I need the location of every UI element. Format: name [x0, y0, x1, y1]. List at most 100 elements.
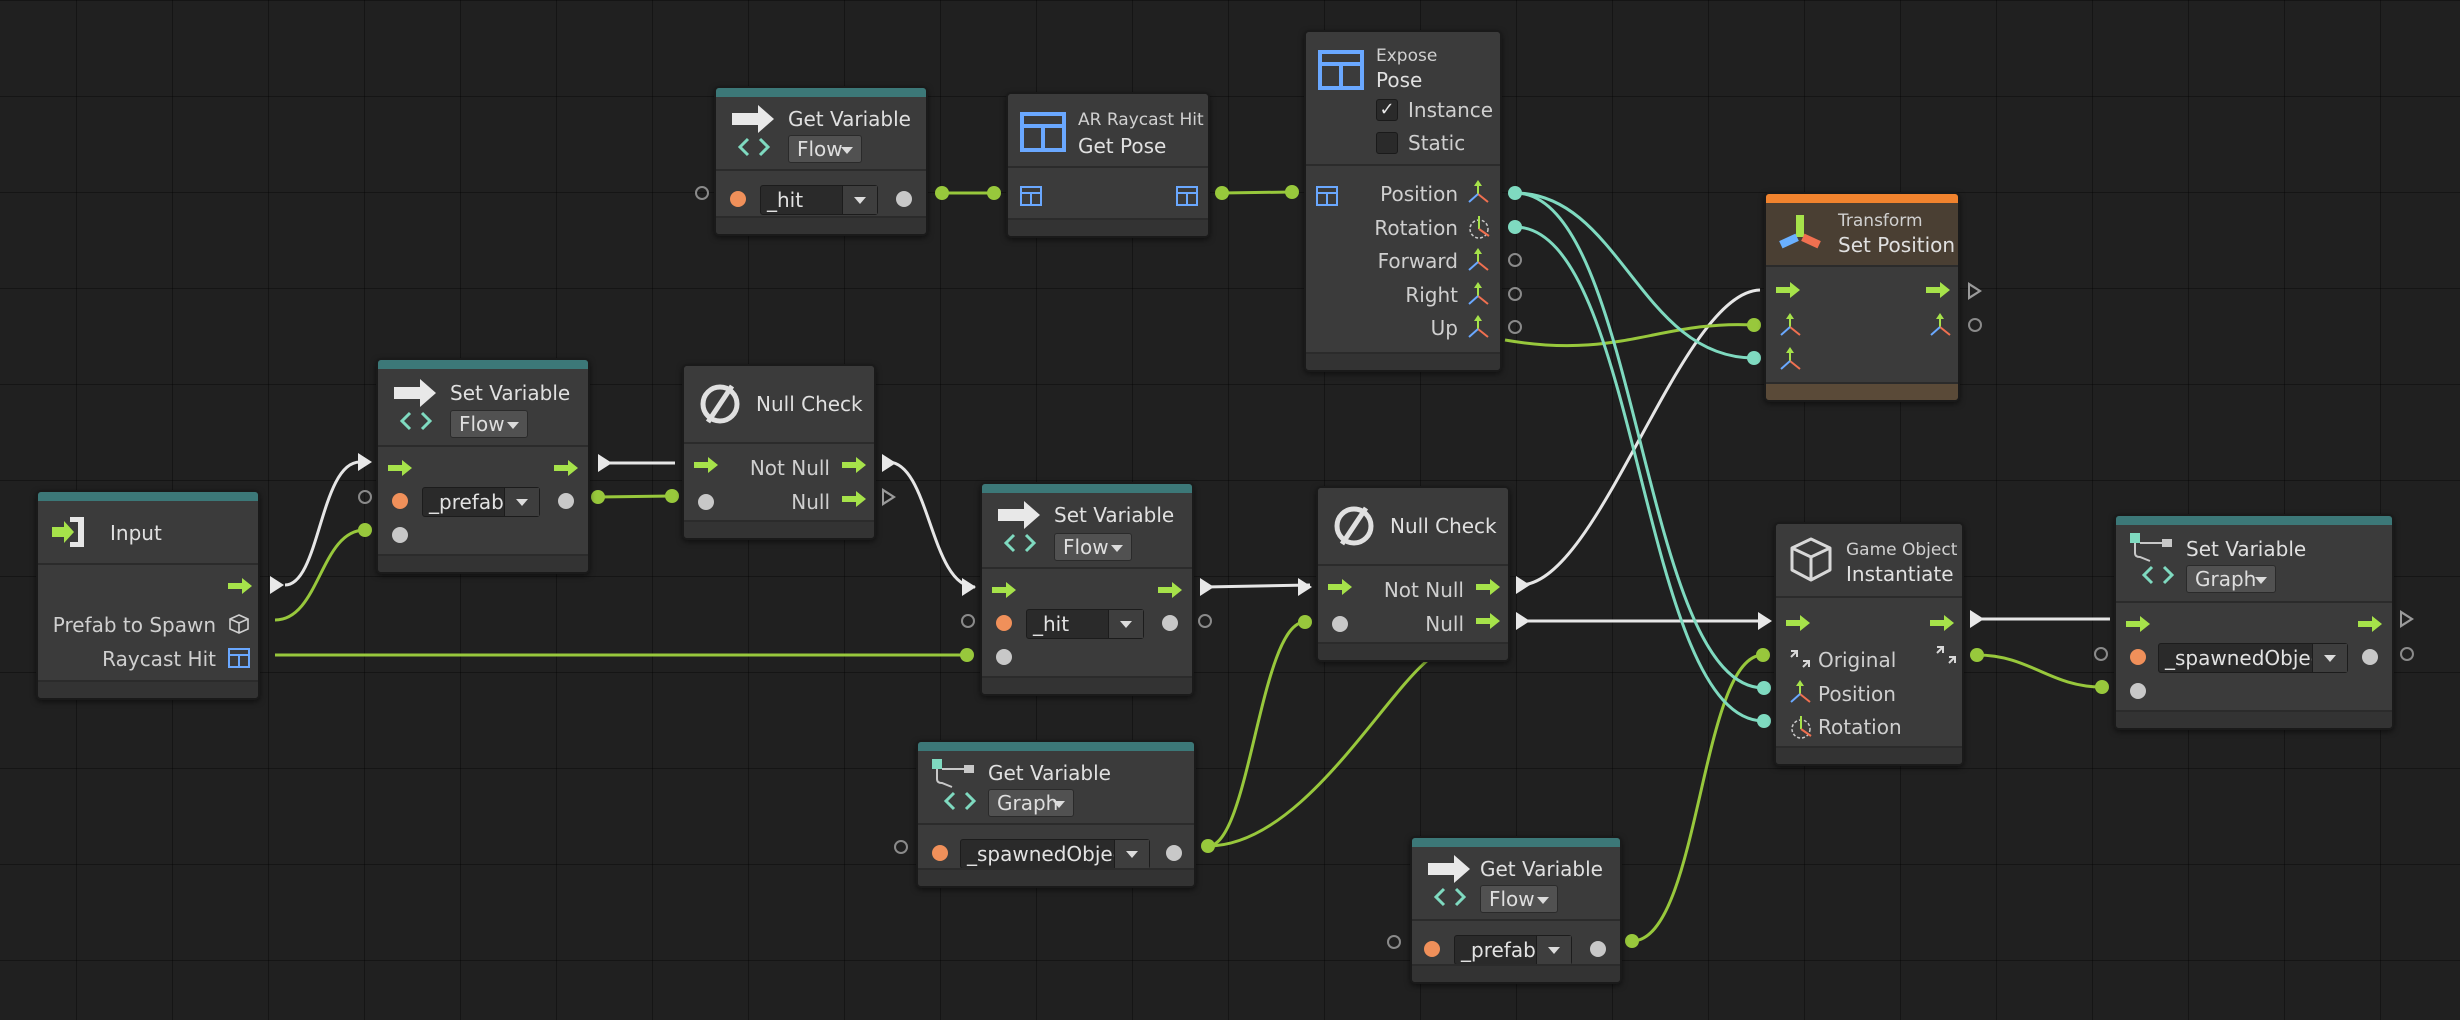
variable-name-field[interactable]: _prefab — [422, 487, 540, 517]
flow-out-port[interactable] — [882, 454, 896, 472]
flow-input-arrow-icon[interactable] — [694, 456, 720, 474]
variable-name-port[interactable] — [392, 493, 408, 509]
flow-out-port-unconnected[interactable] — [882, 488, 896, 506]
variable-dropdown-button[interactable] — [2312, 644, 2347, 672]
flow-out-port[interactable] — [1970, 610, 1984, 628]
flow-out-port[interactable] — [270, 576, 284, 594]
flow-out-port-unconnected[interactable] — [2400, 610, 2414, 628]
unconnected-port[interactable] — [695, 186, 709, 200]
flow-out-port[interactable] — [598, 454, 612, 472]
expose-pose-node[interactable]: Expose Pose ✓ Instance Static Position R… — [1304, 30, 1502, 372]
unconnected-port[interactable] — [1387, 935, 1401, 949]
flow-input-arrow-icon[interactable] — [1776, 281, 1802, 299]
flow-output-arrow-icon[interactable] — [842, 456, 868, 474]
flow-output-arrow-icon[interactable] — [1476, 612, 1502, 630]
unconnected-port[interactable] — [894, 840, 908, 854]
null-symbol-icon — [700, 384, 740, 424]
value-output-port[interactable] — [1162, 615, 1178, 631]
vector-wire — [1514, 191, 1755, 360]
flow-input-arrow-icon[interactable] — [2126, 615, 2152, 633]
variable-name-field[interactable]: _spawnedObject — [960, 839, 1150, 869]
input-node[interactable]: Input Prefab to Spawn Raycast Hit — [36, 490, 260, 700]
input-value-port[interactable] — [1332, 616, 1348, 632]
flow-out-port[interactable] — [1516, 612, 1530, 630]
unconnected-port[interactable] — [2094, 647, 2108, 661]
unconnected-port[interactable] — [1198, 614, 1212, 628]
value-output-port[interactable] — [1166, 845, 1182, 861]
get-variable-spawned-node[interactable]: Get Variable Graph _spawnedObject — [916, 740, 1196, 888]
variable-name-port[interactable] — [730, 191, 746, 207]
flow-in-port[interactable] — [358, 453, 372, 471]
set-position-node[interactable]: Transform Set Position — [1764, 192, 1960, 402]
flow-output-arrow-icon[interactable] — [1930, 614, 1956, 632]
instance-checkbox[interactable]: ✓ — [1376, 99, 1398, 121]
flow-in-port[interactable] — [1298, 578, 1312, 596]
flow-input-arrow-icon[interactable] — [388, 459, 414, 477]
input-arrow-icon — [52, 517, 84, 547]
scope-dropdown[interactable]: Flow — [788, 135, 862, 163]
unconnected-port[interactable] — [1968, 318, 1982, 332]
variable-name-field[interactable]: _spawnedObject — [2158, 643, 2348, 673]
get-variable-prefab-node[interactable]: Get Variable Flow _prefab — [1410, 836, 1622, 984]
flow-output-arrow-icon[interactable] — [2358, 615, 2384, 633]
value-input-port[interactable] — [996, 649, 1012, 665]
flow-input-arrow-icon[interactable] — [1786, 614, 1812, 632]
variable-dropdown-button[interactable] — [1114, 840, 1149, 868]
flow-output-arrow-icon[interactable] — [842, 490, 868, 508]
variable-name-port[interactable] — [932, 845, 948, 861]
variable-dropdown-button[interactable] — [1536, 936, 1571, 964]
variable-name-port[interactable] — [996, 615, 1012, 631]
scope-dropdown[interactable]: Graph — [988, 789, 1074, 817]
set-variable-prefab-node[interactable]: Set Variable Flow _prefab — [376, 358, 590, 574]
value-input-port[interactable] — [2130, 683, 2146, 699]
value-output-port[interactable] — [2362, 649, 2378, 665]
flow-output-arrow-icon[interactable] — [1476, 578, 1502, 596]
null-check-node[interactable]: Null Check Not Null Null — [682, 364, 876, 540]
value-input-port[interactable] — [392, 527, 408, 543]
variable-dropdown-button[interactable] — [842, 186, 877, 214]
value-output-port[interactable] — [558, 493, 574, 509]
unconnected-port[interactable] — [2400, 647, 2414, 661]
flow-output-arrow-icon[interactable] — [554, 459, 580, 477]
variable-name-field[interactable]: _hit — [1026, 609, 1144, 639]
unconnected-port[interactable] — [1508, 253, 1522, 267]
variable-name-field[interactable]: _prefab — [1454, 935, 1572, 965]
flow-out-port-unconnected[interactable] — [1968, 282, 1982, 300]
value-output-port[interactable] — [896, 191, 912, 207]
flow-out-port[interactable] — [1200, 578, 1214, 596]
set-variable-spawned-node[interactable]: Set Variable Graph _spawnedObject — [2114, 514, 2394, 730]
unconnected-port[interactable] — [358, 490, 372, 504]
flow-output-arrow-icon[interactable] — [1926, 281, 1952, 299]
unconnected-port[interactable] — [961, 614, 975, 628]
null-check-node-2[interactable]: Null Check Not Null Null — [1316, 486, 1510, 662]
variable-name-field[interactable]: _hit — [760, 185, 878, 215]
flow-in-port[interactable] — [1758, 612, 1772, 630]
scope-dropdown[interactable]: Flow — [450, 410, 528, 438]
get-pose-node[interactable]: AR Raycast Hit Get Pose — [1006, 92, 1210, 238]
variable-dropdown-button[interactable] — [1108, 610, 1143, 638]
variable-dropdown-button[interactable] — [504, 488, 539, 516]
static-checkbox[interactable] — [1376, 132, 1398, 154]
vector-wire — [1514, 191, 1765, 690]
flow-output-arrow-icon[interactable] — [228, 577, 254, 595]
set-variable-hit-node[interactable]: Set Variable Flow _hit — [980, 482, 1194, 696]
flow-input-arrow-icon[interactable] — [992, 581, 1018, 599]
scope-dropdown[interactable]: Flow — [1054, 533, 1132, 561]
unconnected-port[interactable] — [1508, 320, 1522, 334]
node-category: Transform — [1838, 211, 1923, 231]
flow-input-arrow-icon[interactable] — [1328, 578, 1354, 596]
scope-dropdown[interactable]: Flow — [1480, 885, 1558, 913]
get-variable-hit-node[interactable]: Get Variable Flow _hit — [714, 86, 928, 236]
node-title: Instantiate — [1846, 562, 1954, 586]
flow-output-arrow-icon[interactable] — [1158, 581, 1184, 599]
unconnected-port[interactable] — [1508, 287, 1522, 301]
variable-name-port[interactable] — [2130, 649, 2146, 665]
variable-name-port[interactable] — [1424, 941, 1440, 957]
flow-out-port[interactable] — [1516, 576, 1530, 594]
scope-dropdown[interactable]: Graph — [2186, 565, 2276, 593]
instantiate-node[interactable]: Game Object Instantiate Original Positio… — [1774, 522, 1964, 766]
input-value-port[interactable] — [698, 494, 714, 510]
value-output-port[interactable] — [1590, 941, 1606, 957]
flow-in-port[interactable] — [962, 578, 976, 596]
